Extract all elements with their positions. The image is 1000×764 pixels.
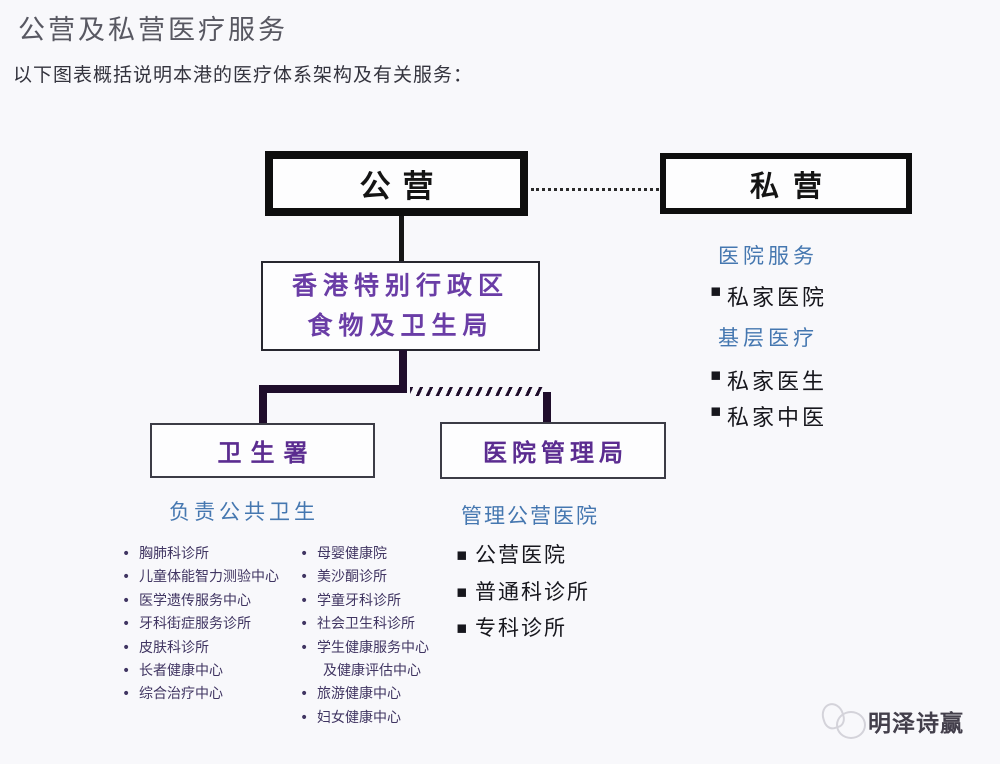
list-item: 母婴健康院	[300, 543, 429, 567]
department-of-health-box: 卫生署	[150, 423, 375, 478]
list-item: 胸肺科诊所	[122, 543, 279, 567]
connector-to-dh	[259, 385, 267, 424]
list-item: 综合治疗中心	[122, 683, 279, 707]
dh-services-column2: 母婴健康院 美沙酮诊所 学童牙科诊所 社会卫生科诊所 学生健康服务中心 及健康评…	[300, 543, 429, 731]
fhb-line1: 香港特别行政区	[291, 271, 509, 300]
list-item: 专科诊所	[456, 610, 590, 647]
list-item: 学童牙科诊所	[300, 590, 429, 614]
page-subtitle: 以下图表概括说明本港的医疗体系架构及有关服务：	[13, 64, 474, 86]
list-item: 公营医院	[456, 537, 590, 574]
connector-fhb-down	[399, 350, 407, 390]
connector-hatched-to-ha	[410, 387, 543, 396]
hospital-authority-box: 医院管理局	[440, 422, 666, 479]
list-item: 长者健康中心	[122, 660, 279, 684]
food-health-bureau-box: 香港特别行政区 食物及卫生局	[261, 261, 540, 351]
list-item: 旅游健康中心	[300, 683, 429, 707]
connector-public-to-fhb	[399, 216, 404, 262]
private-primary-care-heading: 基层医疗	[718, 326, 818, 350]
dh-services-column1: 胸肺科诊所 儿童体能智力测验中心 医学遗传服务中心 牙科街症服务诊所 皮肤科诊所…	[122, 543, 279, 707]
connector-horizontal	[259, 385, 407, 393]
watermark-text: 明泽诗赢	[868, 711, 964, 737]
page-title: 公营及私营医疗服务	[18, 15, 288, 46]
list-item: 社会卫生科诊所	[300, 613, 429, 637]
fhb-line2: 食物及卫生局	[307, 311, 494, 340]
private-item-chinese-medicine: 私家中医	[710, 400, 827, 432]
public-sector-box: 公营	[265, 151, 528, 216]
private-hospital-services-heading: 医院服务	[718, 244, 818, 268]
private-sector-box: 私营	[660, 153, 912, 214]
list-item: 学生健康服务中心	[300, 637, 429, 661]
watermark-logo-icon	[818, 700, 868, 741]
private-item-hospital: 私家医院	[710, 280, 827, 312]
list-item: 妇女健康中心	[300, 707, 429, 731]
list-item: 皮肤科诊所	[122, 637, 279, 661]
list-item: 医学遗传服务中心	[122, 590, 279, 614]
public-private-dotted-connector	[531, 188, 659, 191]
ha-caption: 管理公营医院	[461, 504, 599, 528]
list-item: 儿童体能智力测验中心	[122, 566, 279, 590]
connector-to-ha-down	[543, 392, 551, 423]
list-item-continuation: 及健康评估中心	[323, 663, 421, 680]
ha-services-list: 公营医院 普通科诊所 专科诊所	[456, 537, 590, 647]
list-item: 普通科诊所	[456, 574, 590, 611]
list-item: 美沙酮诊所	[300, 566, 429, 590]
private-item-doctor: 私家医生	[710, 364, 827, 396]
list-item: 牙科街症服务诊所	[122, 613, 279, 637]
dh-caption: 负责公共卫生	[169, 500, 319, 524]
